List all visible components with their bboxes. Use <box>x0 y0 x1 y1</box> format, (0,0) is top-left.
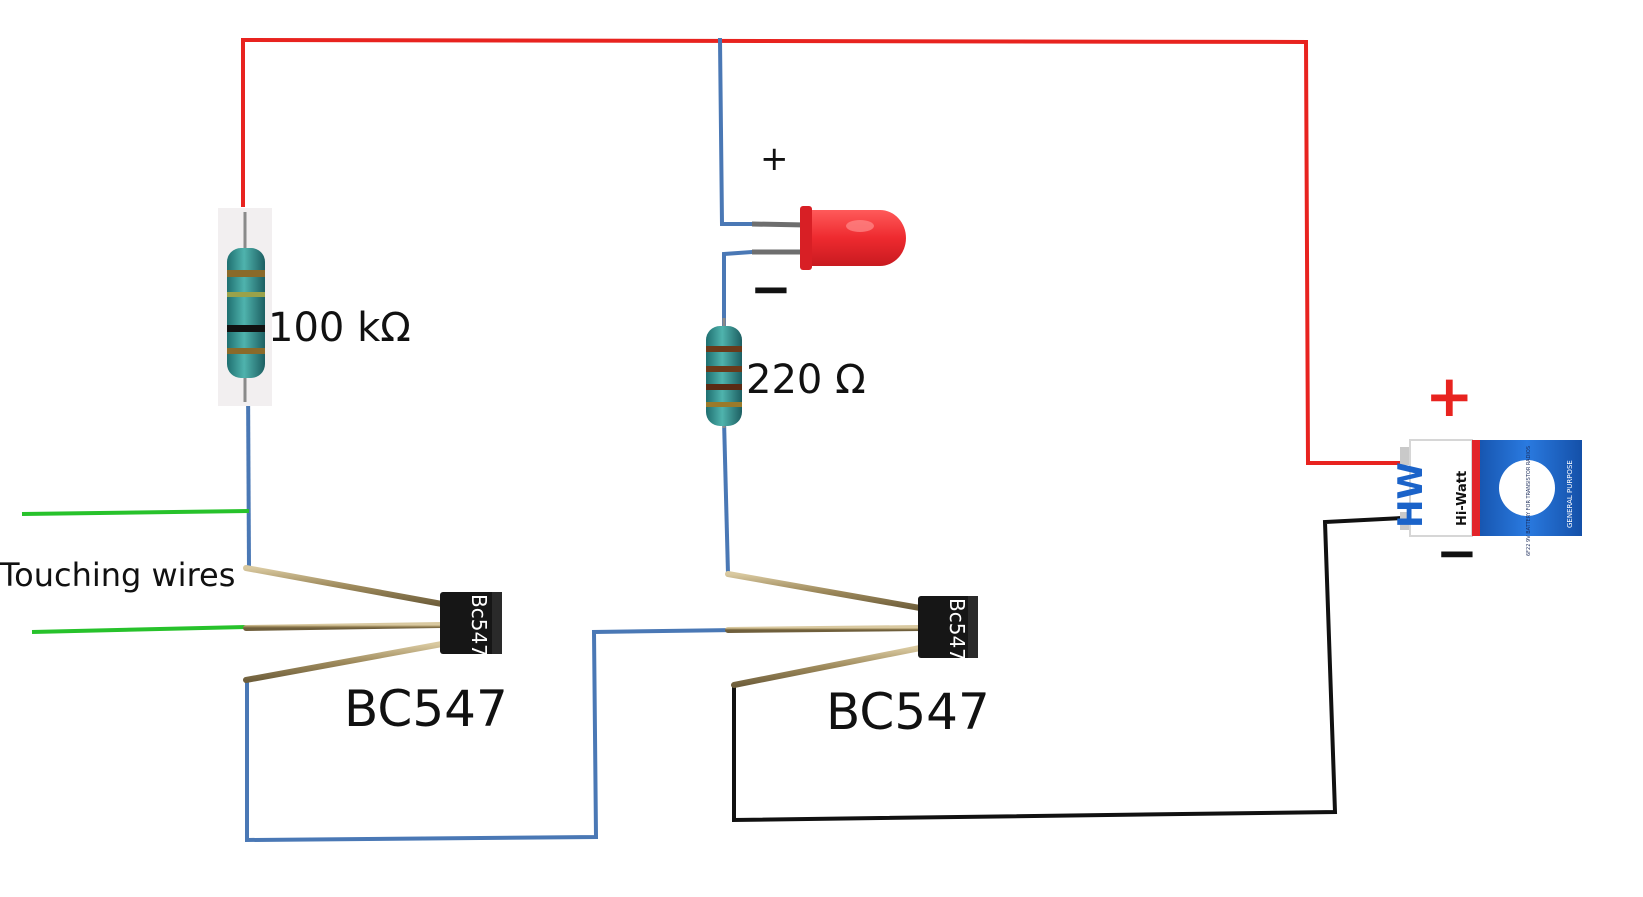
led <box>751 206 906 270</box>
touch-wire-bottom <box>31 625 247 634</box>
transistor-2 <box>725 571 978 688</box>
resistor-220 <box>706 318 742 428</box>
r2-value-label: 220 Ω <box>746 357 866 403</box>
transistor-2-label: BC547 <box>826 683 990 741</box>
transistor-1-label: BC547 <box>344 680 508 738</box>
led-plus-label: + <box>760 139 789 179</box>
battery-spec: 6F22 9V BATTERY FOR TRANSISTOR RADIOS <box>1526 446 1532 556</box>
positive-wire <box>241 37 1405 465</box>
touch-wire-top <box>21 509 250 516</box>
ground-wire <box>732 515 1406 823</box>
led-minus-label: − <box>750 260 792 318</box>
battery-plus-label: + <box>1425 362 1474 430</box>
r1-to-collector-wire <box>245 379 252 571</box>
touching-wires-label: Touching wires <box>0 556 235 594</box>
battery-9v <box>1400 439 1582 537</box>
transistor-1 <box>243 565 502 683</box>
battery-minus-label: − <box>1436 524 1478 582</box>
r1-value-label: 100 kΩ <box>268 305 411 351</box>
battery-side: GENERAL PURPOSE <box>1566 460 1574 528</box>
r2-to-collector-wire <box>721 417 731 577</box>
battery-brand: Hi-Watt <box>1455 471 1470 526</box>
emitter1-to-base2-wire <box>245 627 738 843</box>
led-cathode-wire <box>722 249 755 327</box>
transistor-1-marking: Bc547 <box>467 594 491 657</box>
battery-logo: HW <box>1391 462 1431 528</box>
resistor-100k <box>218 208 272 406</box>
transistor-2-marking: Bc547 <box>945 598 969 661</box>
led-anode-wire <box>717 37 754 226</box>
